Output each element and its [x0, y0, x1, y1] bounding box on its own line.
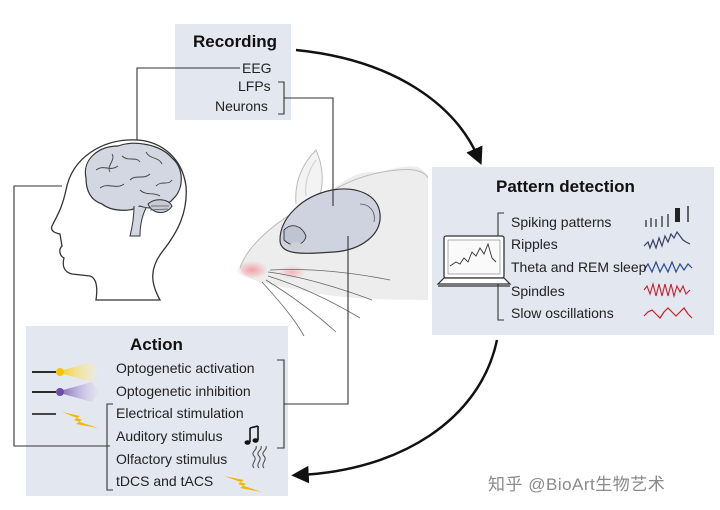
- laptop-icon: [436, 235, 512, 287]
- lightning-bolt-icon: [224, 476, 262, 492]
- theta-trace: [643, 260, 693, 274]
- arrow-recording-to-pattern: [295, 48, 483, 165]
- music-note-icon: [244, 425, 259, 445]
- ripples-trace: [643, 230, 691, 250]
- recording-item-eeg: EEG: [242, 60, 272, 76]
- action-item-electrical: Electrical stimulation: [116, 405, 244, 421]
- arrow-pattern-to-action: [291, 339, 499, 484]
- slow-oscillations-trace: [643, 307, 693, 319]
- pattern-item-spiking: Spiking patterns: [511, 214, 612, 230]
- action-title: Action: [130, 335, 183, 354]
- recording-title: Recording: [193, 32, 278, 51]
- action-item-tdcs: tDCS and tACS: [116, 473, 214, 489]
- action-item-auditory: Auditory stimulus: [116, 428, 223, 444]
- action-panel: [26, 326, 288, 496]
- yellow-light-beam-icon: [32, 362, 98, 382]
- pattern-detection-title: Pattern detection: [496, 177, 635, 196]
- watermark: 知乎 @BioArt生物艺术: [488, 475, 666, 494]
- recording-panel: [175, 24, 291, 120]
- pattern-item-theta: Theta and REM sleep: [511, 259, 647, 275]
- pattern-item-ripples: Ripples: [511, 236, 558, 252]
- action-item-olfactory: Olfactory stimulus: [116, 451, 228, 467]
- spiking-pattern-trace: [645, 206, 689, 227]
- odor-waves-icon: [252, 445, 267, 469]
- lightning-bolt-icon: [32, 412, 98, 428]
- purple-light-beam-icon: [32, 382, 98, 402]
- pattern-item-spindles: Spindles: [511, 283, 565, 299]
- human-head-icon: [50, 139, 187, 301]
- action-item-opto-activation: Optogenetic activation: [116, 360, 255, 376]
- recording-item-neurons: Neurons: [215, 98, 268, 114]
- pattern-item-slow: Slow oscillations: [511, 305, 614, 321]
- action-item-opto-inhibition: Optogenetic inhibition: [116, 383, 251, 399]
- spindles-trace: [643, 281, 691, 299]
- rat-head-icon: [236, 149, 429, 337]
- recording-item-lfps: LFPs: [238, 78, 271, 94]
